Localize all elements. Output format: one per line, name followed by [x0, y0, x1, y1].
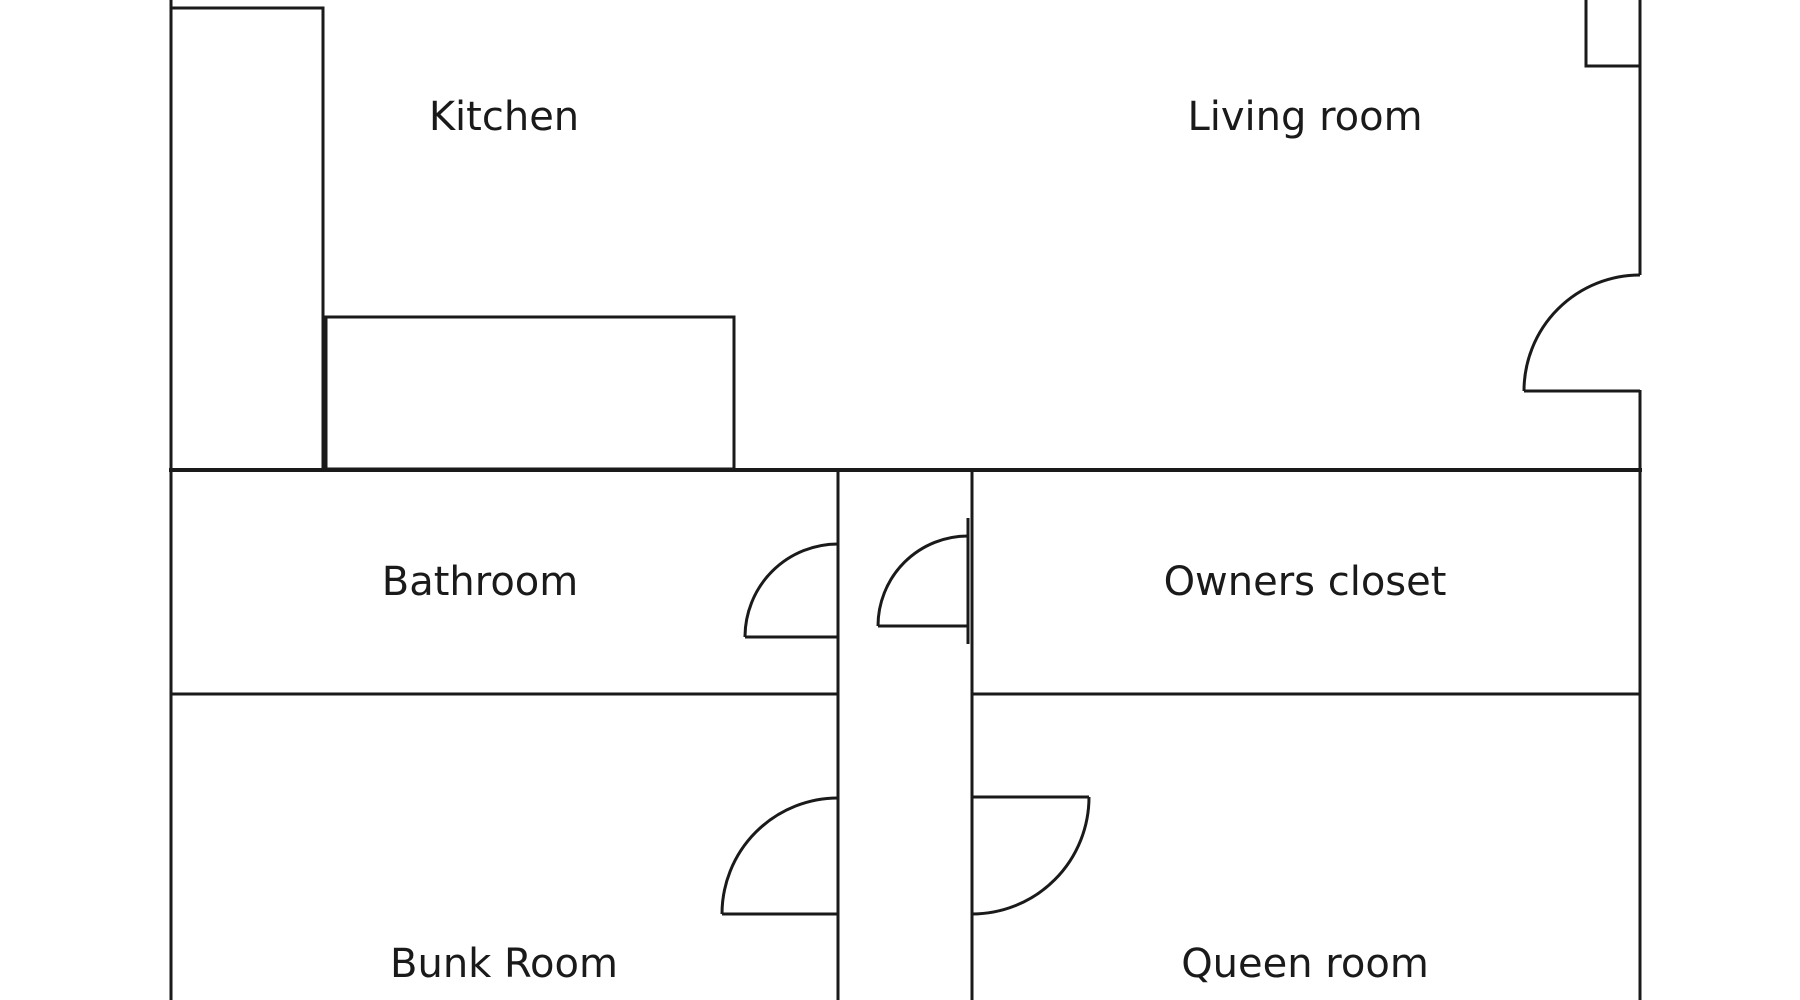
- doors: [720, 252, 1642, 916]
- owners-closet-door-icon: [876, 518, 970, 644]
- bunk-room-label: Bunk Room: [390, 941, 618, 987]
- living-room-label: Living room: [1187, 94, 1422, 140]
- living-room-door-icon: [1522, 252, 1642, 412]
- room-labels: Kitchen Living room Bathroom Owners clos…: [382, 94, 1447, 987]
- queen-room-door-icon: [971, 795, 1091, 916]
- walls: [169, 0, 1642, 1000]
- owners-closet-label: Owners closet: [1164, 559, 1447, 605]
- bunk-room-door-icon: [720, 796, 839, 916]
- queen-room-label: Queen room: [1181, 941, 1429, 987]
- bathroom-door-icon: [743, 542, 839, 639]
- kitchen-label: Kitchen: [429, 94, 579, 140]
- bathroom-label: Bathroom: [382, 559, 578, 605]
- living-room-corner-box: [1584, 0, 1642, 68]
